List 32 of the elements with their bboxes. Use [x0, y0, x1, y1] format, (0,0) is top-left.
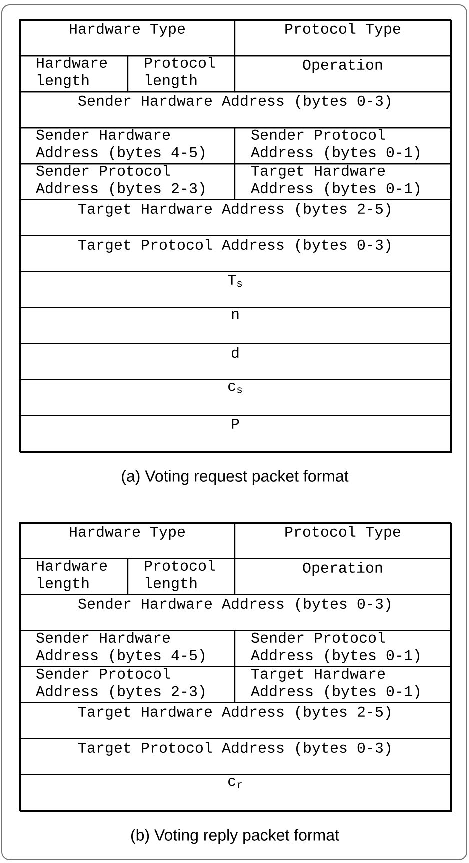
node-label: (b) Voting reply packet format — [131, 829, 340, 844]
field-cell: d — [19, 343, 452, 381]
field-cell: Protocol length — [127, 55, 236, 93]
field-cell: Sender Hardware Address (bytes 0-3) — [19, 91, 452, 129]
field-cell: Protocol Type — [234, 522, 452, 560]
field-cell: Hardware length — [19, 558, 129, 596]
field-cell: Hardware Type — [19, 19, 236, 57]
field-cell: Target Hardware Address (bytes 0-1) — [234, 163, 452, 201]
field-cell: Sender Protocol Address (bytes 0-1) — [234, 127, 452, 165]
field-cell: Sender Hardware Address (bytes 0-3) — [19, 594, 452, 632]
field-cell: T$_{s}$ — [19, 271, 452, 309]
field-cell: Protocol Type — [234, 19, 452, 57]
field-cell: n — [19, 307, 452, 345]
field-cell: Sender Protocol Address (bytes 0-1) — [234, 630, 452, 668]
field-cell: Sender Protocol Address (bytes 2-3) — [19, 666, 236, 704]
field-cell: Target Protocol Address (bytes 0-3) — [19, 738, 452, 776]
node-label: (a) Voting request packet format — [122, 470, 349, 486]
field-cell: Operation — [234, 55, 452, 93]
field-cell: Hardware length — [19, 55, 129, 93]
field-cell: Hardware Type — [19, 522, 236, 560]
field-cell: Protocol length — [127, 558, 236, 596]
field-cell: Operation — [234, 558, 452, 596]
field-cell: Target Hardware Address (bytes 0-1) — [234, 666, 452, 704]
field-cell: Sender Protocol Address (bytes 2-3) — [19, 163, 236, 201]
field-cell: Target Protocol Address (bytes 0-3) — [19, 235, 452, 273]
field-cell: Sender Hardware Address (bytes 4-5) — [19, 630, 236, 668]
field-cell: P — [19, 415, 452, 453]
field-cell: c$_{s}$ — [19, 379, 452, 417]
field-cell: Sender Hardware Address (bytes 4-5) — [19, 127, 236, 165]
field-cell: Target Hardware Address (bytes 2-5) — [19, 702, 452, 740]
field-cell: Target Hardware Address (bytes 2-5) — [19, 199, 452, 237]
field-cell: c$_{r}$ — [19, 774, 452, 812]
